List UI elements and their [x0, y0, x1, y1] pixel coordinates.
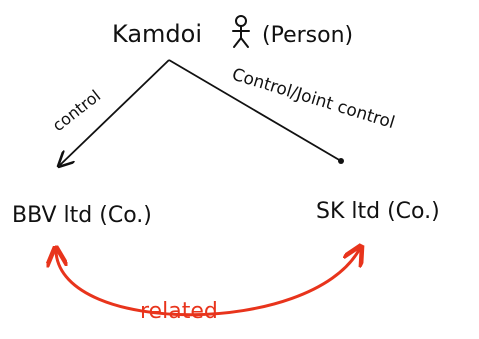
- edge-joint-control-label: Control/Joint control: [230, 65, 398, 134]
- edge-joint-control-line: [168, 59, 342, 162]
- root-node-type-label: (Person): [262, 23, 353, 48]
- edge-control: control: [49, 59, 170, 165]
- company-node-bbv: BBV ltd (Co.): [12, 203, 152, 228]
- person-stick-figure-icon: [232, 15, 250, 48]
- edge-related-curve: [56, 250, 359, 317]
- edge-control-arrow: [60, 59, 170, 165]
- edge-joint-control: Control/Joint control: [168, 59, 398, 164]
- root-node-label: Kamdoi: [112, 20, 202, 48]
- edge-joint-control-endpoint: [338, 158, 344, 164]
- edge-related-label: related: [140, 299, 218, 324]
- root-node: Kamdoi (Person): [112, 15, 353, 48]
- company-node-sk: SK ltd (Co.): [316, 199, 440, 224]
- edge-related: related: [56, 250, 359, 324]
- edge-control-label: control: [49, 86, 104, 135]
